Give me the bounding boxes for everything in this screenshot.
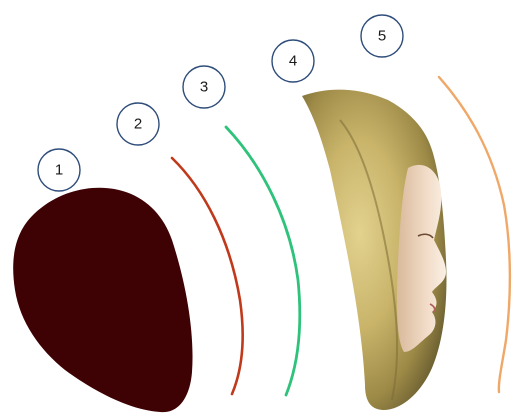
label-4: 4 <box>272 40 314 82</box>
label-3: 3 <box>183 66 225 108</box>
layer-5-curve <box>439 77 510 392</box>
layer-1-blob <box>13 188 192 412</box>
label-2: 2 <box>117 103 159 145</box>
layer-3-curve <box>226 127 300 395</box>
label-1-text: 1 <box>55 162 63 179</box>
layer-4-face <box>302 90 446 410</box>
label-2-text: 2 <box>134 116 142 133</box>
label-5: 5 <box>361 15 403 57</box>
label-4-text: 4 <box>289 53 297 70</box>
label-5-text: 5 <box>378 28 386 45</box>
label-1: 1 <box>38 149 80 191</box>
label-3-text: 3 <box>200 79 208 96</box>
